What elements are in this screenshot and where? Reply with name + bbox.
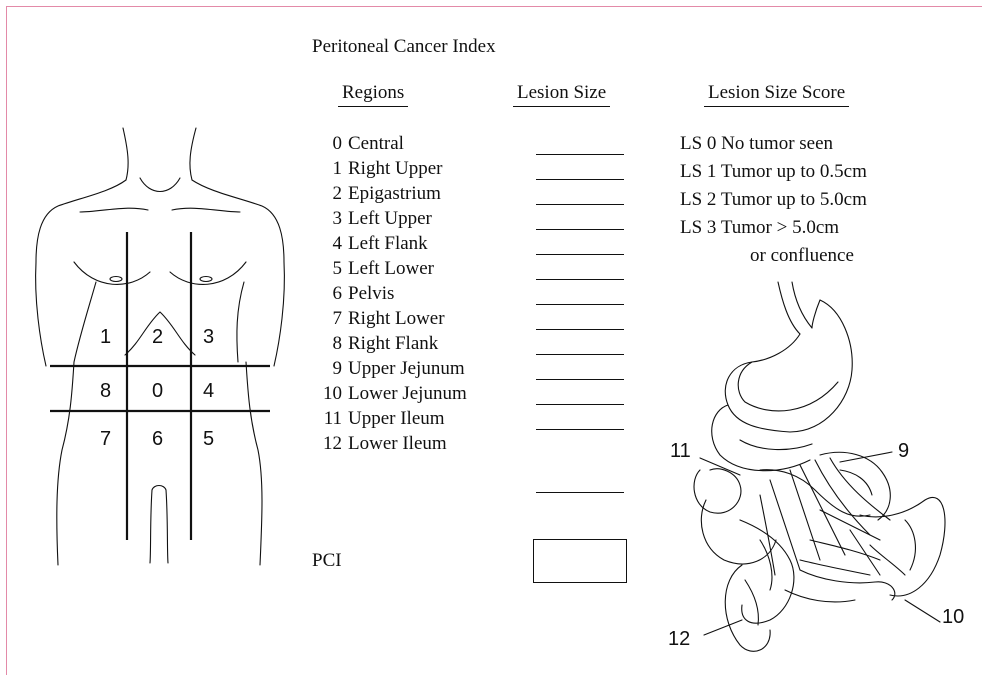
bowel-label-10: 10 <box>942 606 964 628</box>
bowel-label-11: 11 <box>670 440 691 462</box>
bowel-label-12: 12 <box>668 628 690 650</box>
bowel-label-9: 9 <box>898 440 909 462</box>
